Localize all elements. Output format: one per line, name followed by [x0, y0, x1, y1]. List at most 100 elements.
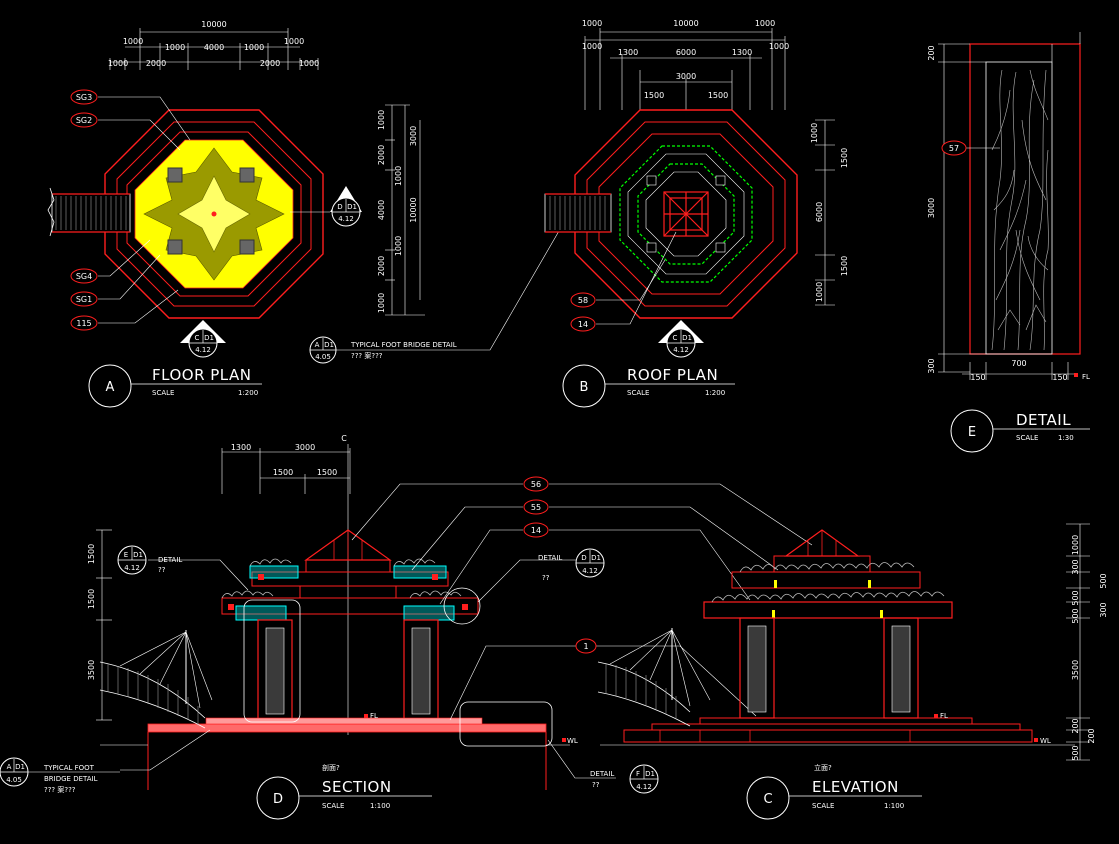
de-screen-frame — [985, 61, 1053, 355]
rp-dim-1: 1000 — [582, 19, 602, 28]
sec-ldim-1: 1500 — [87, 544, 96, 564]
detail-e-view: 200 3000 300 150 700 150 57 FL E DETAIL … — [927, 32, 1090, 453]
rp-dim-2: 10000 — [673, 19, 698, 28]
sec-tag-56-bubble — [523, 476, 549, 492]
fp-dim-r2: 1000 — [244, 43, 264, 52]
sec-callout-d-label: DETAIL — [538, 554, 562, 562]
rp-dim-10: 1500 — [644, 91, 664, 100]
el-column-left-screen — [747, 625, 767, 713]
fp-column-1 — [167, 167, 183, 183]
sec-dim-2: 3000 — [295, 443, 315, 452]
de-dimensions — [938, 32, 1081, 380]
rp-scale: 1:200 — [705, 389, 725, 397]
fp-dim-b3: 2000 — [260, 59, 280, 68]
sec-bridge-callout-text1: TYPICAL FOOT — [43, 764, 95, 772]
sec-callout-e-note: ?? — [158, 566, 166, 574]
fp-rdim-7: 1000 — [377, 293, 386, 313]
de-title-letter: E — [968, 425, 976, 440]
fp-tag-sg1: SG1 — [76, 295, 92, 304]
sec-planter-upper-right — [393, 565, 447, 579]
rp-tag-58: 58 — [578, 296, 588, 305]
sec-ldim-2: 1500 — [87, 589, 96, 609]
sec-dim-1: 1300 — [231, 443, 251, 452]
roof-plan-right-dimensions — [815, 119, 835, 306]
sec-tag-56: 56 — [531, 480, 541, 489]
fp-bridge-callout-letter: A — [315, 341, 320, 349]
fp-title-letter: A — [106, 380, 115, 395]
el-rdim-2: 300 — [1071, 559, 1080, 574]
rp-pyramid-ridges — [663, 191, 709, 237]
el-title-letter: C — [763, 792, 772, 807]
sec-bridge-callout-letter: A — [7, 763, 12, 771]
sec-tag-14-bubble — [523, 522, 549, 538]
rp-rdim-5: 1000 — [815, 282, 824, 302]
sec-fl: FL — [370, 712, 378, 720]
de-scale: 1:30 — [1058, 434, 1074, 442]
sec-wl: WL — [567, 737, 578, 745]
fp-rdim-3: 1000 — [394, 166, 403, 186]
sec-bridge-callout — [0, 757, 120, 787]
sec-glass-roof-mullions — [333, 530, 363, 560]
el-rdim-1: 1000 — [1071, 535, 1080, 555]
de-title: DETAIL — [1016, 411, 1071, 429]
sec-tag-14: 14 — [531, 526, 541, 535]
rp-dim-11: 1500 — [708, 91, 728, 100]
sec-dim-3: 1500 — [273, 468, 293, 477]
fp-bridge-callout-text1: TYPICAL FOOT BRIDGE DETAIL — [350, 341, 457, 349]
section-left-dimensions — [96, 529, 112, 721]
fp-dim-l1: 1000 — [123, 37, 143, 46]
sec-detail-zone-column — [243, 599, 301, 723]
rp-callout-c-page: 4.12 — [673, 346, 689, 354]
roof-plan-top-dimensions — [584, 28, 786, 110]
sec-callout-d — [575, 548, 605, 578]
de-ldim-3: 300 — [927, 358, 936, 373]
roof-plan-view: 1000 10000 1000 1000 1300 6000 1300 1000… — [544, 19, 849, 408]
sec-deck — [147, 723, 547, 733]
sec-callout-d-sheet: D1 — [591, 554, 601, 562]
fp-callout-d-page: 4.12 — [338, 215, 354, 223]
de-scale-label: SCALE — [1016, 434, 1038, 442]
sec-callout-e-letter: E — [124, 551, 128, 559]
sec-caption: 剖面? — [322, 763, 340, 772]
de-tag: 57 — [949, 144, 959, 153]
section-top-dimensions — [221, 448, 351, 494]
rp-tag-14: 14 — [578, 320, 588, 329]
floor-plan-right-dimensions — [385, 104, 425, 316]
sec-callout-e-sheet: D1 — [133, 551, 143, 559]
rp-garden-ring-outer — [619, 145, 753, 283]
sec-dim-4: 1500 — [317, 468, 337, 477]
el-rdim-3: 500 — [1099, 573, 1108, 588]
rp-tag-58-bubble — [570, 292, 596, 308]
fp-callout-d-letter: D — [337, 203, 342, 211]
rp-leaders — [596, 231, 677, 325]
fp-dim-overall: 10000 — [201, 20, 226, 29]
sec-callout-f-label: DETAIL — [590, 770, 614, 778]
fp-callout-c-page: 4.12 — [195, 346, 211, 354]
sec-callout-e-page: 4.12 — [124, 564, 140, 572]
fp-dim-b1: 1000 — [108, 59, 128, 68]
elevation-view: 1000 300 500 500 300 500 3500 200 200 50… — [597, 523, 1108, 820]
el-glass-mullions — [807, 530, 837, 556]
el-column-right-screen — [891, 625, 911, 713]
fp-footbridge — [47, 187, 131, 237]
de-fl: FL — [1082, 373, 1090, 381]
rp-corner-posts — [646, 175, 726, 253]
rp-garden-ring-mid — [627, 153, 745, 275]
sec-planter-right — [403, 605, 455, 621]
sec-lights — [228, 574, 468, 610]
sec-callout-f-sheet: D1 — [645, 770, 655, 778]
el-roof-slab — [703, 601, 953, 619]
sec-title: SECTION — [322, 778, 392, 796]
de-title-circle — [950, 409, 994, 453]
fp-scale: 1:200 — [238, 389, 258, 397]
fp-bridge-callout-sheet: D1 — [324, 341, 334, 349]
sec-scale: 1:100 — [370, 802, 390, 810]
fp-tag-sg4-bubble — [70, 268, 98, 284]
fp-tag-sg4: SG4 — [76, 272, 92, 281]
de-ldim-1: 200 — [927, 45, 936, 60]
el-rdim-4: 500 — [1071, 590, 1080, 605]
fp-bridge-callout-page: 4.05 — [315, 353, 331, 361]
de-bdim-3: 150 — [1052, 373, 1067, 382]
fp-dim-l2: 1000 — [165, 43, 185, 52]
